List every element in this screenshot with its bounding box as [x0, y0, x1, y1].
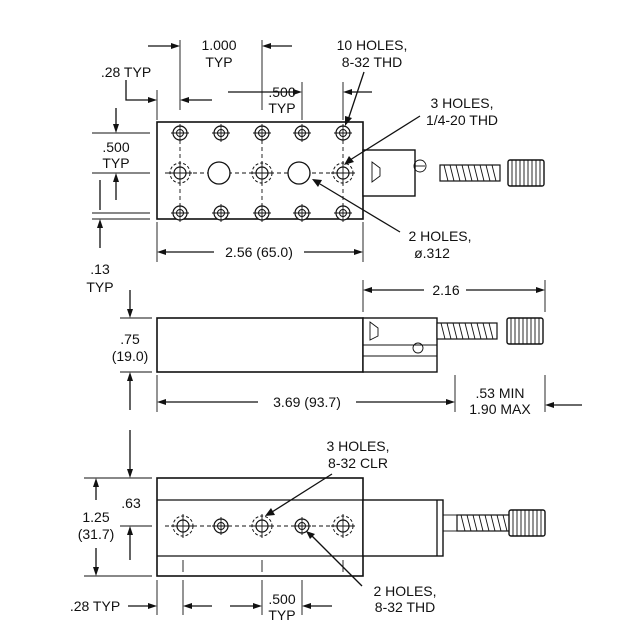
dim-063: .63: [121, 495, 141, 511]
top-view-312-hole: [287, 161, 311, 185]
dim-053-min: .53 MIN: [475, 385, 524, 401]
front-view-actuator: [362, 499, 444, 557]
label-thd-line2: 8-32 THD: [375, 599, 435, 615]
front-view-knob: [508, 509, 546, 537]
dim-216: 2.16: [432, 282, 459, 298]
top-view: 1.000 TYP .28 TYP .500 TYP 10 HOLES, 8-3…: [86, 37, 545, 295]
dim-317: (31.7): [78, 526, 115, 542]
dim-190-max: 1.90 MAX: [469, 401, 531, 417]
side-view-thread: [436, 322, 498, 340]
dim-013-typ: TYP: [86, 279, 113, 295]
side-view-body: [156, 317, 364, 373]
label-clr-line1: 3 HOLES,: [326, 438, 389, 454]
dim-190: (19.0): [112, 348, 149, 364]
dim-013-value: .13: [90, 261, 110, 277]
dim-075: .75: [120, 331, 140, 347]
label-3-holes-line2: 1/4-20 THD: [426, 112, 498, 128]
dim-256: 2.56 (65.0): [225, 244, 293, 260]
dim-500-bottom-typ: TYP: [268, 607, 295, 623]
dim-028-typ-bottom: .28 TYP: [70, 598, 120, 614]
dim-125: 1.25: [82, 509, 109, 525]
top-view-312-hole: [207, 161, 231, 185]
side-view-knob: [506, 317, 544, 345]
front-view-thread: [456, 514, 518, 532]
label-3-holes-line1: 3 HOLES,: [430, 95, 493, 111]
dim-1000-value: 1.000: [201, 37, 236, 53]
dim-028-typ-top: .28 TYP: [101, 64, 151, 80]
label-10-holes-line2: 8-32 THD: [342, 54, 402, 70]
label-10-holes-line1: 10 HOLES,: [337, 37, 408, 53]
front-view: 3 HOLES, 8-32 CLR 1.25 (31.7) .63 .28 TY…: [70, 430, 546, 623]
label-2-holes-line1: 2 HOLES,: [408, 228, 471, 244]
label-thd-line1: 2 HOLES,: [373, 583, 436, 599]
label-2-holes-line2: ø.312: [414, 245, 450, 261]
top-view-actuator-housing: [362, 149, 416, 197]
dim-500-bottom-value: .500: [268, 591, 295, 607]
label-clr-line2: 8-32 CLR: [328, 455, 388, 471]
dim-500-top-value: .500: [268, 84, 295, 100]
top-view-knob: [507, 159, 545, 187]
top-view-thread: [439, 164, 501, 182]
dim-369: 3.69 (93.7): [273, 394, 341, 410]
dim-500-left-value: .500: [102, 139, 129, 155]
side-view: 2.16 .75 (19.0) 3.69 (93.7) .53 MIN 1.90…: [112, 280, 582, 417]
dim-500-top-typ: TYP: [268, 100, 295, 116]
dim-1000-typ: TYP: [205, 54, 232, 70]
dim-500-left-typ: TYP: [102, 155, 129, 171]
